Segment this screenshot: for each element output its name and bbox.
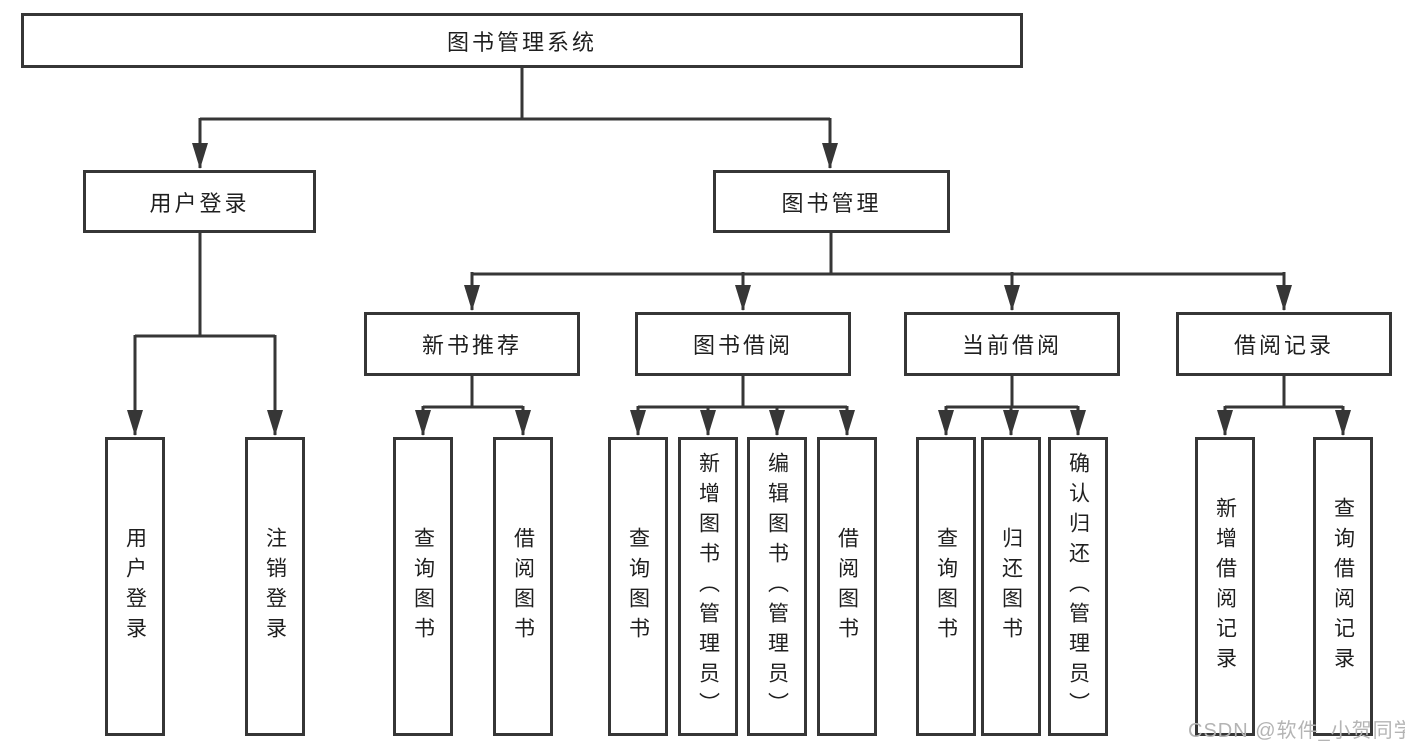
leaf-label: 查询图书 <box>934 526 958 647</box>
leaf-label: 查询借阅记录 <box>1331 496 1355 677</box>
leaf-logout-login: 注销登录 <box>245 437 305 736</box>
leaf-label: 注销登录 <box>263 526 287 647</box>
leaf-add-borrow-record: 新增借阅记录 <box>1195 437 1255 736</box>
node-current-borrow: 当前借阅 <box>904 312 1120 376</box>
leaf-query-books-recommend: 查询图书 <box>393 437 453 736</box>
leaf-add-books-admin: 新增图书（管理员） <box>678 437 738 736</box>
leaf-label: 新增借阅记录 <box>1213 496 1237 677</box>
leaf-label: 查询图书 <box>626 526 650 647</box>
leaf-confirm-return-admin: 确认归还（管理员） <box>1048 437 1108 736</box>
leaf-label: 编辑图书（管理员） <box>765 451 789 722</box>
node-root-system: 图书管理系统 <box>21 13 1023 68</box>
leaf-borrow-books-recommend: 借阅图书 <box>493 437 553 736</box>
csdn-watermark: CSDN @软件_小贺同学 <box>1188 720 1405 742</box>
node-user-login: 用户登录 <box>83 170 316 233</box>
node-book-borrow: 图书借阅 <box>635 312 851 376</box>
leaf-query-books-borrow: 查询图书 <box>608 437 668 736</box>
connector-bars <box>135 68 1343 409</box>
leaf-label: 确认归还（管理员） <box>1066 451 1090 722</box>
leaf-label: 借阅图书 <box>835 526 859 647</box>
leaf-query-borrow-record: 查询借阅记录 <box>1313 437 1373 736</box>
leaf-label: 借阅图书 <box>511 526 535 647</box>
leaf-label: 查询图书 <box>411 526 435 647</box>
leaf-edit-books-admin: 编辑图书（管理员） <box>747 437 807 736</box>
node-book-management: 图书管理 <box>713 170 950 233</box>
leaf-query-books-current: 查询图书 <box>916 437 976 736</box>
leaf-return-books: 归还图书 <box>981 437 1041 736</box>
leaf-label: 用户登录 <box>123 526 147 647</box>
leaf-label: 归还图书 <box>999 526 1023 647</box>
leaf-label: 新增图书（管理员） <box>696 451 720 722</box>
node-borrow-record: 借阅记录 <box>1176 312 1392 376</box>
leaf-borrow-books: 借阅图书 <box>817 437 877 736</box>
leaf-user-login: 用户登录 <box>105 437 165 736</box>
node-new-book-recommend: 新书推荐 <box>364 312 580 376</box>
